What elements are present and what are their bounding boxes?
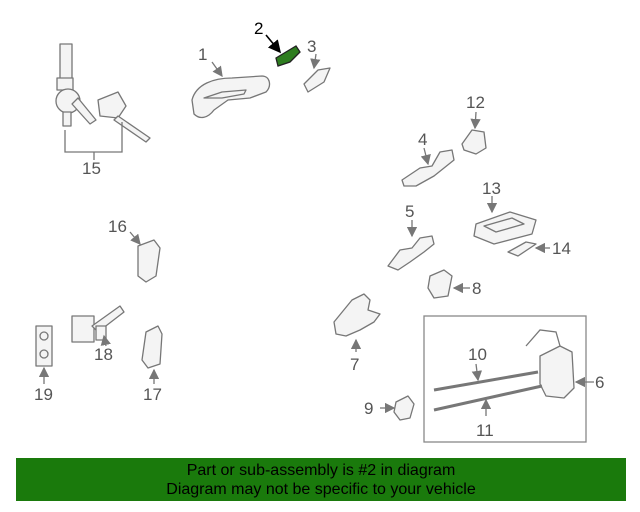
callout-4: 4 xyxy=(418,130,427,149)
part-15-lock-cylinder[interactable] xyxy=(55,43,151,160)
callout-7: 7 xyxy=(350,355,359,374)
part-10-rod[interactable] xyxy=(433,370,539,392)
callout-9: 9 xyxy=(364,399,373,418)
callout-11: 11 xyxy=(476,421,494,440)
part-1-outside-handle[interactable] xyxy=(191,75,271,119)
part-3-pad[interactable] xyxy=(303,67,331,93)
sub-assembly-box xyxy=(423,315,587,443)
callout-14: 14 xyxy=(552,239,571,258)
callout-19: 19 xyxy=(34,385,53,404)
part-12-bracket[interactable] xyxy=(461,129,487,155)
part-11-rod[interactable] xyxy=(433,384,543,412)
callout-17: 17 xyxy=(143,385,162,404)
callout-5: 5 xyxy=(405,202,414,221)
part-7-guard[interactable] xyxy=(333,293,381,337)
callout-12: 12 xyxy=(466,93,485,112)
callout-6: 6 xyxy=(595,373,604,392)
callout-16: 16 xyxy=(108,217,127,236)
part-18-door-check[interactable] xyxy=(71,305,125,343)
callout-18: 18 xyxy=(94,345,113,364)
callout-10: 10 xyxy=(468,345,487,364)
part-17-hinge[interactable] xyxy=(141,325,163,369)
banner-line-2: Diagram may not be specific to your vehi… xyxy=(166,481,476,498)
parts-diagram: 15 1 2 3 12 4 13 14 5 xyxy=(34,19,604,443)
part-5-bracket[interactable] xyxy=(387,235,435,271)
callout-3: 3 xyxy=(307,37,316,56)
callout-1: 1 xyxy=(198,45,207,64)
callout-2: 2 xyxy=(254,19,263,38)
part-14-clip[interactable] xyxy=(507,241,537,257)
part-19-hinge[interactable] xyxy=(35,325,53,367)
part-2-handle-cap[interactable] xyxy=(275,45,301,67)
part-4-handle-frame[interactable] xyxy=(401,149,455,187)
callout-8: 8 xyxy=(472,279,481,298)
part-16-hinge[interactable] xyxy=(137,239,161,283)
notice-banner: Part or sub-assembly is #2 in diagram Di… xyxy=(16,458,626,501)
banner-line-1: Part or sub-assembly is #2 in diagram xyxy=(186,462,456,479)
part-13-actuator[interactable] xyxy=(473,211,537,245)
callout-13: 13 xyxy=(482,179,501,198)
part-9-clip[interactable] xyxy=(393,395,415,421)
part-8-clip[interactable] xyxy=(427,269,453,299)
callout-15: 15 xyxy=(82,159,101,178)
